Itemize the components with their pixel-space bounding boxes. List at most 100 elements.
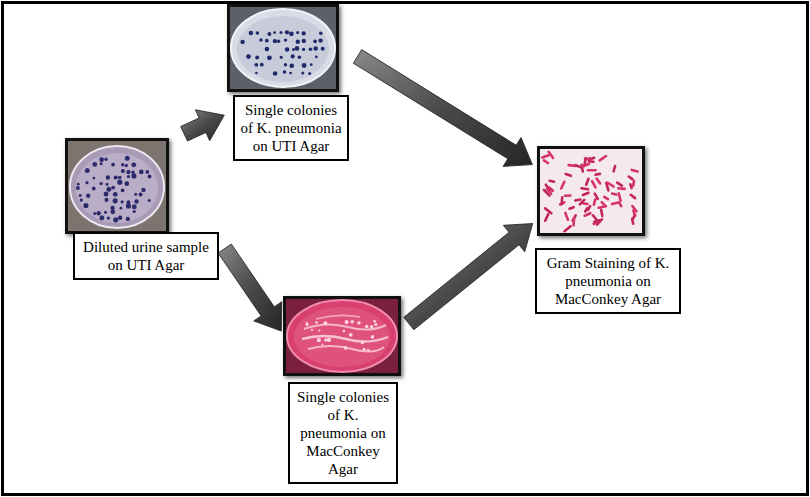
- colony-dot: [124, 181, 129, 186]
- bacterium-rod: [607, 183, 613, 187]
- photo-ground: [286, 299, 398, 373]
- bacterium-rod: [545, 214, 548, 221]
- caption-text: Gram Staining of K. pneumonia on MacConk…: [541, 254, 675, 308]
- colony-dot: [77, 183, 80, 186]
- bacterium-rod: [549, 188, 553, 191]
- colony-dot: [107, 216, 110, 219]
- bacterium-rod: [632, 181, 635, 186]
- colony-dot: [365, 325, 369, 329]
- photo-frame: [65, 138, 169, 234]
- flow-arrow: [181, 110, 225, 141]
- colony-dot: [240, 40, 244, 44]
- colony-group: [240, 30, 324, 76]
- bacterium-rod: [630, 184, 631, 188]
- bacterium-rod: [588, 206, 590, 210]
- colony-dot: [92, 162, 97, 167]
- colony-dot: [296, 40, 300, 44]
- colony-dot: [139, 170, 144, 175]
- bacterium-rod: [594, 220, 599, 221]
- streak-line: [302, 336, 388, 342]
- colony-dot: [291, 54, 295, 58]
- petri-dish: [231, 9, 335, 87]
- colony-dot: [351, 320, 354, 323]
- colony-dot: [99, 215, 104, 220]
- colony-dot: [327, 338, 331, 342]
- bacterium-rod: [601, 210, 602, 216]
- colony-dot: [118, 176, 122, 180]
- colony-dot: [126, 170, 130, 174]
- colony-dot: [260, 63, 264, 67]
- bacterium-rod: [619, 203, 621, 207]
- colony-dot: [104, 191, 109, 196]
- colony-dot: [125, 164, 128, 167]
- sample-panel: Diluted urine sample on UTI Agar: [62, 138, 219, 280]
- caption-text: Diluted urine sample on UTI Agar: [79, 238, 213, 274]
- colony-dot: [277, 40, 280, 43]
- colony-dot: [249, 31, 253, 35]
- colony-dot: [93, 212, 96, 215]
- colony-dot: [121, 200, 124, 203]
- urine-plate-photo: [68, 141, 166, 231]
- bacterium-rod: [612, 194, 616, 195]
- colony-dot: [86, 194, 90, 198]
- colony-dot: [315, 56, 318, 59]
- bacterium-rod: [632, 219, 633, 224]
- colony-dot: [111, 186, 115, 190]
- bacterium-rod: [597, 179, 601, 184]
- colony-dot: [319, 31, 323, 35]
- colony-dot: [318, 38, 322, 42]
- colony-dot: [273, 39, 277, 43]
- petri-dish: [70, 146, 164, 228]
- colony-dot: [310, 63, 313, 66]
- colony-dot: [292, 48, 295, 51]
- colony-dot: [307, 337, 309, 339]
- colony-dot: [118, 216, 122, 220]
- caption-box: Single colonies of K. pneumonia on UTI A…: [233, 95, 349, 161]
- colony-dot: [265, 39, 269, 43]
- bacterium-rod: [585, 213, 591, 216]
- colony-dot: [104, 198, 108, 202]
- streak-line: [308, 346, 384, 352]
- colony-dot: [104, 158, 107, 161]
- sample-panel: Single colonies of K. pneumonia on UTI A…: [227, 4, 349, 161]
- colony-dot: [106, 187, 111, 192]
- colony-dot: [255, 56, 259, 60]
- streak-line: [316, 315, 360, 319]
- colony-dot: [317, 338, 321, 342]
- colony-group: [76, 156, 152, 223]
- colony-dot: [321, 343, 323, 345]
- colony-dot: [302, 31, 306, 35]
- colony-dot: [302, 39, 306, 43]
- bacterium-rod: [632, 170, 638, 172]
- colony-group: [306, 320, 378, 352]
- colony-dot: [85, 181, 88, 184]
- bacterium-rod: [566, 174, 571, 176]
- colony-dot: [298, 56, 302, 60]
- colony-dot: [280, 56, 283, 59]
- colony-dot: [349, 333, 353, 337]
- colony-dot: [256, 31, 260, 35]
- colony-dot: [127, 175, 130, 178]
- colony-dot: [246, 54, 251, 59]
- gram-stain-micrograph: [540, 149, 642, 233]
- photo-ground: [230, 7, 336, 89]
- colony-dot: [373, 320, 376, 323]
- bacterium-rod: [631, 195, 635, 198]
- streak-line: [304, 324, 386, 329]
- colony-dot: [344, 346, 348, 350]
- colony-dot: [255, 72, 258, 75]
- colony-dot: [106, 175, 110, 179]
- photo-ground: [540, 149, 642, 233]
- bacterium-rod: [565, 226, 571, 231]
- bacterium-rod: [565, 213, 568, 220]
- colony-dot: [315, 321, 318, 324]
- colony-dot: [324, 321, 328, 325]
- colony-dot: [370, 325, 373, 328]
- colony-dot: [121, 163, 124, 166]
- colony-dot: [93, 177, 96, 180]
- bacterium-rod: [572, 218, 575, 225]
- bacterium-rod: [594, 199, 595, 204]
- colony-dot: [104, 211, 107, 214]
- colony-dot: [313, 39, 317, 43]
- bacterium-rod: [612, 203, 618, 205]
